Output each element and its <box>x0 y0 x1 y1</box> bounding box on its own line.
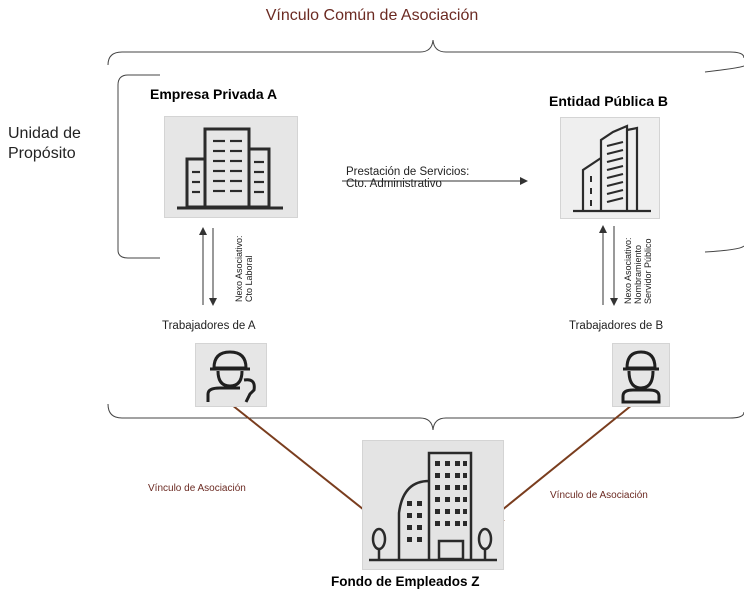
workers-b-label: Trabajadores de B <box>569 320 664 332</box>
bottom-brace <box>107 403 744 431</box>
diagram-title: Vínculo Común de Asociación <box>265 7 479 24</box>
left-bracket <box>117 74 160 259</box>
workers-a-label: Trabajadores de A <box>162 320 256 332</box>
right-bracket <box>704 65 744 73</box>
entidad-publica-b-title: Entidad Pública B <box>549 93 669 109</box>
side-label-line-1: Unidad de <box>8 125 81 142</box>
nexo-a-line-2: Cto Laboral <box>244 255 254 302</box>
fondo-empleados-z-title: Fondo de Empleados Z <box>331 574 480 589</box>
nexo-b-line-1: Nexo Asociativo: <box>623 237 633 304</box>
nexo-a-label: Nexo Asociativo: Cto Laboral <box>234 235 254 302</box>
empresa-privada-a-title: Empresa Privada A <box>150 86 278 102</box>
nexo-a-line-1: Nexo Asociativo: <box>234 235 244 302</box>
unidad-proposito-label: Unidad de Propósito <box>8 124 81 164</box>
female-worker-icon <box>612 343 670 407</box>
assoc-left-label: Vínculo de Asociación <box>148 483 246 494</box>
worker-with-wrench-icon <box>195 343 267 407</box>
fund-buildings-icon <box>362 440 504 570</box>
nexo-b-label: Nexo Asociativo: Nombramiento Servidor P… <box>623 237 653 304</box>
skyscraper-icon <box>560 117 660 219</box>
nexo-b-line-2: Nombramiento <box>633 244 643 304</box>
service-link-line-1: Prestación de Servicios: <box>346 166 470 178</box>
assoc-arrow-left <box>231 404 387 528</box>
office-building-icon <box>164 116 298 218</box>
assoc-arrow-right <box>482 404 633 526</box>
right-bracket-bottom <box>704 245 744 253</box>
top-brace <box>107 39 744 66</box>
nexo-b-line-3: Servidor Público <box>643 238 653 304</box>
side-label-line-2: Propósito <box>8 145 76 162</box>
assoc-right-label: Vínculo de Asociación <box>550 490 648 501</box>
service-link-line-2: Cto. Administrativo <box>346 178 442 190</box>
